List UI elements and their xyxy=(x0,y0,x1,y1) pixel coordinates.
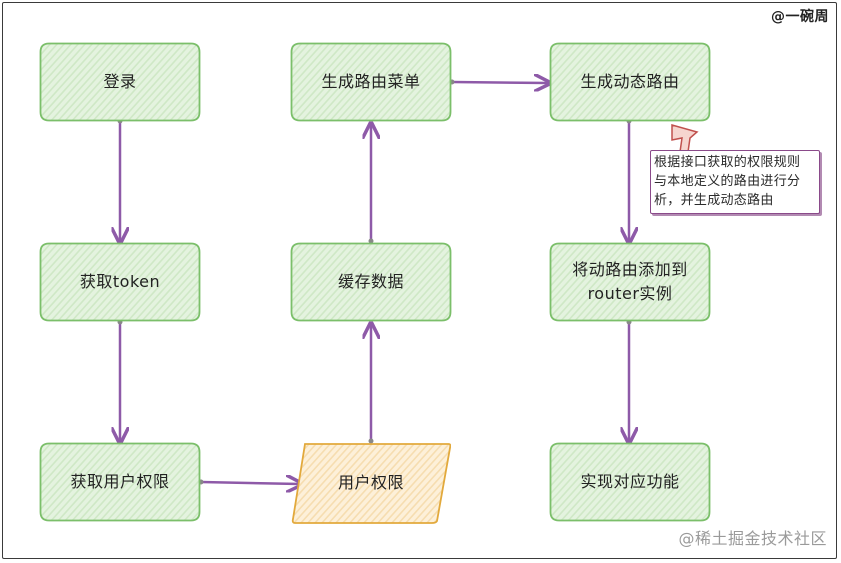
node-gen-dynamic-routes-shape xyxy=(549,42,711,122)
author-handle: @一碗周 xyxy=(771,9,829,25)
node-gen-dynamic-routes-label: 生成动态路由 xyxy=(580,72,680,91)
node-add-routes-label: 将动路由添加到 router实例 xyxy=(572,260,688,303)
node-get-token: 获取token xyxy=(39,242,201,322)
node-implement-features-label: 实现对应功能 xyxy=(580,472,680,491)
node-add-routes: 将动路由添加到 router实例 xyxy=(549,242,711,322)
edge-gen-menu-to-dynamic-routes xyxy=(451,82,548,83)
edge-get-permissions-to-user-permissions xyxy=(200,482,300,484)
node-add-routes-shape xyxy=(549,242,711,322)
node-get-permissions: 获取用户权限 xyxy=(39,442,201,522)
node-get-token-label: 获取token xyxy=(79,272,161,291)
node-gen-dynamic-routes: 生成动态路由 xyxy=(549,42,711,122)
node-implement-features: 实现对应功能 xyxy=(549,442,711,522)
node-cache-data-shape xyxy=(290,242,452,322)
watermark: @稀土掘金技术社区 xyxy=(678,529,827,548)
node-gen-menu: 生成路由菜单 xyxy=(290,42,452,122)
node-gen-menu-shape xyxy=(290,42,452,122)
node-get-permissions-label: 获取用户权限 xyxy=(70,472,170,491)
node-user-permissions-label: 用户权限 xyxy=(337,473,404,492)
note-text: 根据接口获取的权限规则 与本地定义的路由进行分 析，并生成动态路由 xyxy=(654,155,801,208)
node-gen-menu-label: 生成路由菜单 xyxy=(321,72,421,91)
node-user-permissions-shape xyxy=(291,443,451,524)
node-cache-data: 缓存数据 xyxy=(290,242,452,322)
node-cache-data-label: 缓存数据 xyxy=(337,272,404,291)
node-login-shape xyxy=(39,42,201,122)
node-login: 登录 xyxy=(39,42,201,122)
node-login-label: 登录 xyxy=(103,72,137,91)
node-get-token-shape xyxy=(39,242,201,322)
callout-pointer xyxy=(671,124,699,153)
note-box: 根据接口获取的权限规则 与本地定义的路由进行分 析，并生成动态路由 xyxy=(650,150,820,214)
node-get-permissions-shape xyxy=(39,442,201,522)
node-implement-features-shape xyxy=(549,442,711,522)
node-user-permissions: 用户权限 xyxy=(291,442,451,524)
